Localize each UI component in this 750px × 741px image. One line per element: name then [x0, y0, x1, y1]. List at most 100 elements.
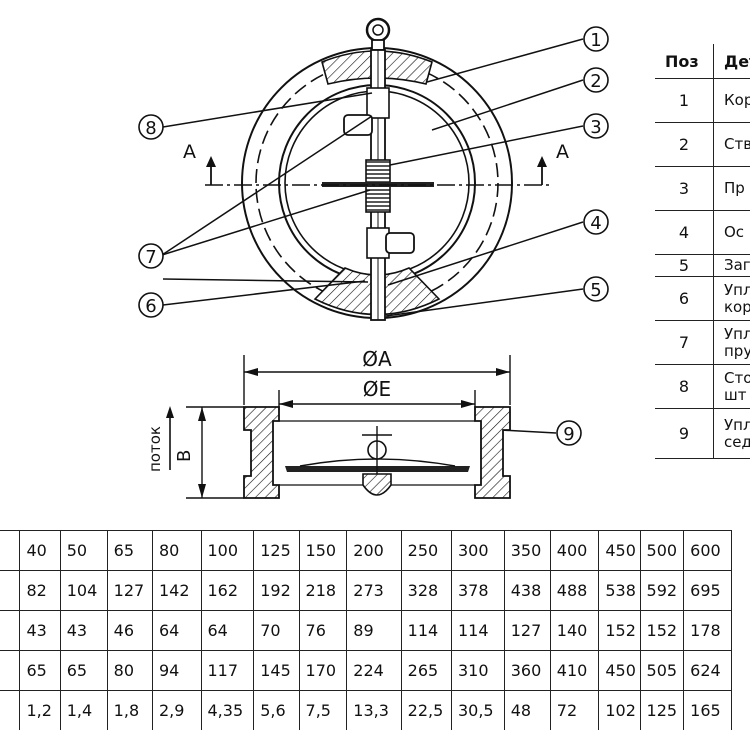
parts-name-line: Пр	[724, 179, 745, 197]
dimensions-cell: 150	[298, 530, 348, 571]
dimensions-cell: 100	[200, 530, 255, 571]
dimensions-cell: 64	[151, 610, 202, 651]
front-view: A A	[183, 17, 569, 321]
dimensions-cell: 82	[19, 570, 61, 611]
section-label-left: A	[183, 141, 196, 163]
dimensions-cell: 114	[450, 610, 505, 651]
parts-header-detail: Дет	[713, 44, 750, 79]
dimensions-cell: 7,5	[298, 690, 348, 730]
lifting-eye-neck	[371, 39, 385, 51]
parts-name-line: шт	[724, 385, 747, 404]
dimensions-cell: 89	[346, 610, 402, 651]
parts-name-line: Ос	[724, 223, 745, 241]
parts-pos: 5	[655, 254, 714, 277]
parts-name: Кор	[713, 78, 750, 123]
dimensions-cell: 114	[400, 610, 452, 651]
dimensions-cell: 40	[19, 530, 61, 571]
dimensions-table-body: 2405065801001251502002503003504004505006…	[0, 530, 732, 730]
dimensions-cell: 450	[598, 530, 641, 571]
dimensions-cell: 80	[106, 650, 153, 691]
dimensions-cell: 22,5	[400, 690, 452, 730]
parts-name-line: Упл	[724, 415, 750, 434]
dimensions-cell: 43	[59, 610, 108, 651]
parts-name-line: Ств	[724, 135, 750, 153]
section-right-wall	[474, 406, 511, 499]
parts-name-line: Заг	[724, 256, 750, 274]
svg-text:3: 3	[590, 117, 601, 138]
dimensions-cell: 378	[450, 570, 505, 611]
dimensions-cell: 127	[503, 610, 551, 651]
dimensions-cell: 1,2	[19, 690, 61, 730]
dimensions-cell: 400	[549, 530, 600, 571]
dimensions-cell: 265	[400, 650, 452, 691]
dimensions-cell: 624	[683, 650, 732, 691]
dimensions-cell: 600	[683, 530, 732, 571]
svg-text:7: 7	[145, 247, 156, 268]
parts-header-row: Поз Дет	[655, 44, 750, 79]
parts-name-line: сед	[724, 432, 750, 451]
dimensions-cell: 350	[503, 530, 551, 571]
dimensions-cell: 2	[0, 530, 21, 571]
section-left-wall	[243, 406, 280, 499]
callout-7: 7	[138, 243, 164, 269]
dimensions-row: 34343466464707689114114127140152152178	[0, 610, 732, 651]
parts-pos: 4	[655, 210, 714, 255]
flow-arrow-head	[166, 406, 174, 418]
callout-9: 9	[556, 420, 582, 446]
parts-name: Ств	[713, 122, 750, 167]
parts-name-line: Сто	[724, 368, 750, 387]
parts-name-line: Упл	[724, 280, 750, 299]
dimensions-cell: 410	[549, 650, 600, 691]
dimensions-cell: 178	[683, 610, 732, 651]
dimensions-cell: 46	[106, 610, 153, 651]
dimensions-cell: 170	[298, 650, 348, 691]
dimensions-cell: 192	[253, 570, 300, 611]
section-label-right: A	[556, 141, 569, 163]
dimensions-cell: 50	[59, 530, 108, 571]
dimensions-cell: 152	[598, 610, 641, 651]
dimensions-cell: 2,9	[151, 690, 202, 730]
dimensions-cell: 145	[253, 650, 300, 691]
parts-pos: 1	[655, 78, 714, 123]
dimensions-cell: 2	[0, 570, 21, 611]
dimensions-cell: 273	[346, 570, 402, 611]
dimensions-cell: 3	[0, 610, 21, 651]
parts-pos: 3	[655, 166, 714, 211]
dimensions-cell: 538	[598, 570, 641, 611]
dimensions-cell: 70	[253, 610, 300, 651]
dimensions-cell: 224	[346, 650, 402, 691]
valve-drawing: A A 1 2 3 4 5 6 7 8 9	[138, 17, 609, 499]
dimensions-cell: 695	[683, 570, 732, 611]
dimensions-cell: 125	[639, 690, 685, 730]
leaders	[161, 38, 584, 434]
dimensions-cell: 76	[298, 610, 348, 651]
parts-row: 2 Ств	[655, 122, 750, 167]
dimensions-row: 5656580941171451702242653103604104505056…	[0, 650, 732, 691]
dimensions-cell: 94	[151, 650, 202, 691]
dimensions-cell: 218	[298, 570, 348, 611]
dimensions-table: 2405065801001251502002503003504004505006…	[0, 530, 732, 730]
callouts: 1 2 3 4 5 6 7 8 9	[138, 26, 609, 446]
dimensions-cell: 104	[59, 570, 108, 611]
flow-label: поток	[146, 426, 164, 472]
dimensions-cell: 438	[503, 570, 551, 611]
dimensions-cell: 72	[549, 690, 600, 730]
dimensions-cell: 488	[549, 570, 600, 611]
dimensions-cell: 102	[598, 690, 641, 730]
dimensions-cell: 65	[19, 650, 61, 691]
parts-name: Пр	[713, 166, 750, 211]
parts-name: Ос	[713, 210, 750, 255]
callout-2: 2	[583, 67, 609, 93]
callout-3: 3	[583, 113, 609, 139]
parts-pos: 6	[655, 276, 714, 321]
lifting-eye-hole	[372, 24, 384, 36]
svg-text:9: 9	[563, 424, 574, 445]
dimensions-cell: 5,6	[253, 690, 300, 730]
